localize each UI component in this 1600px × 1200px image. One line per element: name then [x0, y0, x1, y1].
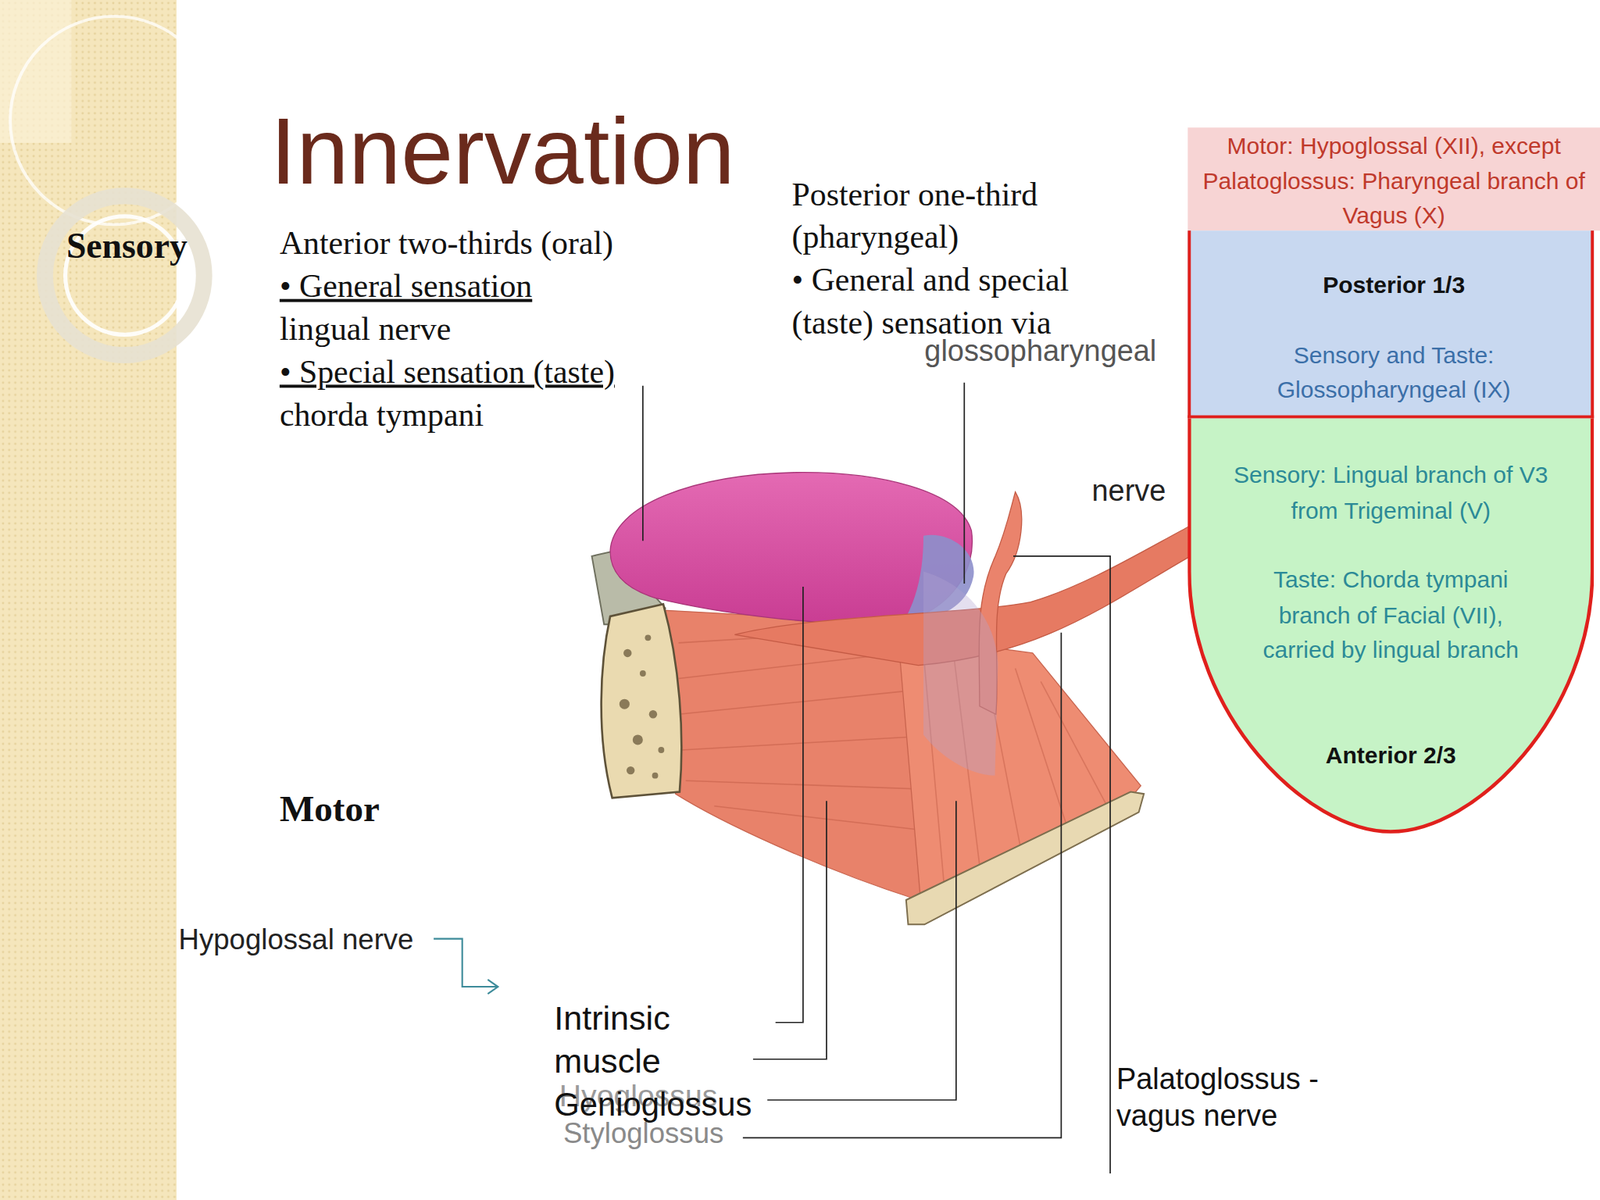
- leader-line: [775, 586, 804, 1023]
- leader-line: [753, 800, 827, 1059]
- box-text: Taste: Chorda tympani branch of Facial (…: [1242, 562, 1540, 668]
- bullet-item: • General and special (taste) sensation …: [792, 257, 1109, 344]
- deco-ring: [44, 196, 204, 356]
- tongue-border: [1189, 418, 1593, 833]
- section-heading: Motor: [279, 787, 484, 831]
- hypoglossal-arrow: [433, 939, 498, 995]
- bullet-item: • Special sensation (taste): [279, 350, 729, 393]
- box-text: Sensory and Taste: Glossopharyngeal (IX): [1221, 337, 1566, 408]
- muscle-label: Intrinsic muscle: [553, 996, 697, 1083]
- bone-pore: [639, 670, 647, 677]
- anterior-fill: [1189, 418, 1593, 833]
- bone-texture: [619, 634, 665, 779]
- bone-pore: [644, 634, 651, 641]
- striation: [1040, 681, 1108, 806]
- pharyngeal-overlay: [923, 571, 998, 775]
- region-heading: Posterior one-third (pharyngeal): [792, 172, 1099, 259]
- bone-pore: [652, 772, 659, 779]
- bone-pore: [626, 766, 635, 775]
- leader-line: [642, 385, 644, 542]
- muscle-label: Styloglossus: [563, 1116, 829, 1151]
- arrow-shaft: [433, 939, 497, 987]
- hyoid-bone: [906, 792, 1144, 925]
- slide-title: Innervation: [270, 103, 736, 198]
- box-heading: Motor: Hypoglossal (XII), except Palatog…: [1193, 128, 1594, 233]
- box-text: Anterior 2/3: [1187, 739, 1594, 771]
- motor-box: Motor: Hypoglossal (XII), except Palatog…: [1187, 127, 1600, 231]
- leader-line: [963, 382, 965, 584]
- striation: [1015, 668, 1067, 825]
- leader-lines: [642, 382, 1111, 1174]
- anterior-region: Sensory: Lingual branch of V3 from Trige…: [1187, 418, 1594, 838]
- box-heading: Posterior 1/3: [1190, 269, 1597, 300]
- nerve-name: lingual nerve: [279, 307, 729, 350]
- bone-pore: [657, 746, 665, 754]
- posterior-band: Posterior 1/3Sensory and Taste: Glossoph…: [1187, 230, 1594, 418]
- bone-pore: [623, 649, 632, 658]
- section-heading: Sensory: [66, 225, 271, 269]
- arrow-head: [487, 979, 498, 994]
- bone-pore: [649, 710, 658, 718]
- nerve-name: nerve: [1092, 473, 1195, 508]
- nerve-name: chorda tympani: [279, 392, 729, 436]
- mandible-bone: [601, 603, 683, 798]
- leader-line: [767, 800, 957, 1100]
- bone-pore: [619, 699, 630, 710]
- leader-line: [742, 632, 1062, 1139]
- nerve-name: Hypoglossal nerve: [178, 922, 465, 958]
- bone-pore: [632, 734, 643, 745]
- nerve-name: glossopharyngeal: [924, 333, 1211, 368]
- box-heading: Sensory: Lingual branch of V3 from Trige…: [1217, 457, 1565, 529]
- bullet-item: • General sensation: [279, 264, 729, 308]
- muscle-label: Palatoglossus - vagus nerve: [1116, 1060, 1361, 1134]
- region-heading: Anterior two-thirds (oral): [279, 221, 729, 265]
- side-strip: [0, 0, 177, 1200]
